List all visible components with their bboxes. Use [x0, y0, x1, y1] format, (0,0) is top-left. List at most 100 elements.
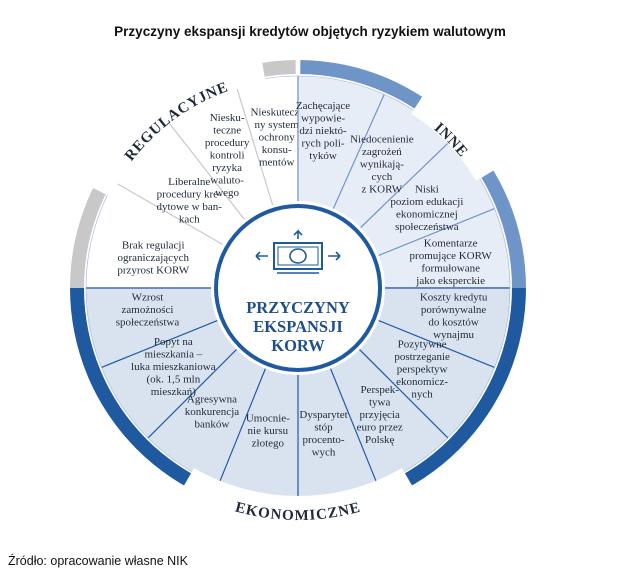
segment-label-line: Pozytywne: [398, 339, 447, 351]
segment-label-line: wypowie-: [301, 112, 345, 124]
segment-label-line: ekonomicznej: [396, 209, 458, 221]
segment-label-line: społeczeństwa: [116, 317, 180, 329]
source-note: Źródło: opracowanie własne NIK: [8, 554, 188, 568]
segment-label-line: procento-: [302, 434, 344, 446]
segment-divider: [332, 94, 385, 210]
segment-label-line: luka mieszkaniowa: [131, 361, 216, 373]
segment-label-line: formułowane: [421, 262, 480, 274]
segment-label-line: dytowe w ban-: [157, 201, 223, 213]
segment-label-line: wynikają-: [360, 159, 404, 171]
segment-divider: [167, 120, 246, 221]
segment-label-line: procedury kre-: [157, 189, 222, 201]
segment-label-line: mieszkania –: [144, 348, 202, 360]
segment-label-line: Niesku-: [210, 112, 245, 124]
banknote-icon: [255, 229, 341, 274]
segment-label-line: Liberalne: [168, 176, 210, 188]
segment-divider: [359, 140, 451, 229]
segment-label-line: do kosztów: [428, 317, 478, 329]
diagram-title: Przyczyny ekspansji kredytów objętych ry…: [114, 24, 506, 39]
segment-divider: [101, 319, 219, 368]
segment-label-line: postrzeganie: [394, 351, 450, 363]
segment-label-line: waluto-: [210, 175, 244, 187]
segment-label-line: procedury: [205, 137, 250, 149]
segment-label-line: zagrożeń: [362, 146, 402, 158]
group-fill: [86, 76, 298, 288]
segment-label-line: Nieskutecz-: [250, 106, 303, 118]
ring-label-background: [180, 468, 416, 524]
segment-label-line: (ok. 1,5 mln: [146, 373, 200, 385]
segment-label-line: Niski: [415, 184, 439, 196]
segment-divider: [235, 85, 274, 206]
segment-label-line: ograniczających: [118, 252, 190, 264]
segment-divider: [218, 367, 267, 485]
segment-label-line: mentów: [259, 156, 294, 168]
arrow-right-icon: [328, 251, 341, 261]
segment-label-line: przyrost KORW: [117, 265, 189, 277]
segment-label-line: wynajmu: [433, 329, 474, 341]
segment-label-line: Brak regulacji: [122, 240, 185, 252]
segment-label-line: jako eksperckie: [415, 275, 485, 287]
segment-label-line: teczne: [213, 125, 241, 137]
segment-label-line: Umocnie-: [246, 412, 290, 424]
segment-label-line: Popyt na: [154, 336, 193, 348]
segment-divider: [147, 348, 238, 439]
segment-label-line: Agresywna: [187, 393, 237, 405]
segment-label-line: cych: [371, 171, 392, 183]
segment-label-line: wych: [312, 447, 336, 459]
segment-label-line: rych poli-: [301, 137, 344, 149]
segment-label-line: Zachęcające: [296, 100, 350, 112]
segment-label-line: dzi niektó-: [299, 125, 347, 137]
segment-label-line: przyjęcia: [360, 409, 400, 421]
segment-label-line: porównywalne: [421, 304, 486, 316]
ring-label-background: [89, 58, 266, 197]
segment-label-line: Koszty kredytu: [420, 292, 488, 304]
ring-label-background: [411, 93, 497, 181]
segment-label-line: Perspek-: [360, 384, 399, 396]
arrow-up-icon: [293, 229, 303, 239]
segment-label-line: konkurencja: [185, 406, 239, 418]
segment-label-line: Polskę: [365, 434, 394, 446]
segment-label-line: Komentarze: [424, 237, 478, 249]
center-label-line: KORW: [271, 336, 325, 355]
group-fill: [298, 76, 510, 288]
segment-label-line: złotego: [252, 437, 285, 449]
segment-divider: [377, 319, 495, 368]
segment-label-line: wego: [215, 187, 239, 199]
segment-label-line: tywa: [369, 396, 391, 408]
arrow-left-icon: [255, 251, 268, 261]
segment-label-line: ekonomicz-: [396, 376, 448, 388]
segment-label-line: z KORW: [362, 184, 403, 196]
segment-label-line: tyków: [309, 150, 337, 162]
segment-label-line: ny system: [255, 119, 300, 131]
segment-label-line: perspektyw: [397, 364, 448, 376]
segment-label-line: ryzyka: [212, 162, 242, 174]
segment-label-line: kontroli: [210, 150, 245, 162]
segment-label-line: banków: [195, 418, 230, 430]
segment-label-line: Dysparytet: [299, 409, 347, 421]
segment-label-line: społeczeństwa: [395, 221, 459, 233]
center-label-line: EKSPANSJI: [253, 317, 343, 336]
segment-label-line: nych: [411, 389, 433, 401]
segment-divider: [358, 348, 449, 439]
segment-label-line: Niedocenienie: [350, 134, 414, 146]
segment-divider: [377, 208, 495, 257]
segment-label-line: nie kursu: [248, 425, 289, 437]
segment-label-line: stóp: [314, 422, 333, 434]
segment-label-line: promujące KORW: [410, 250, 493, 262]
